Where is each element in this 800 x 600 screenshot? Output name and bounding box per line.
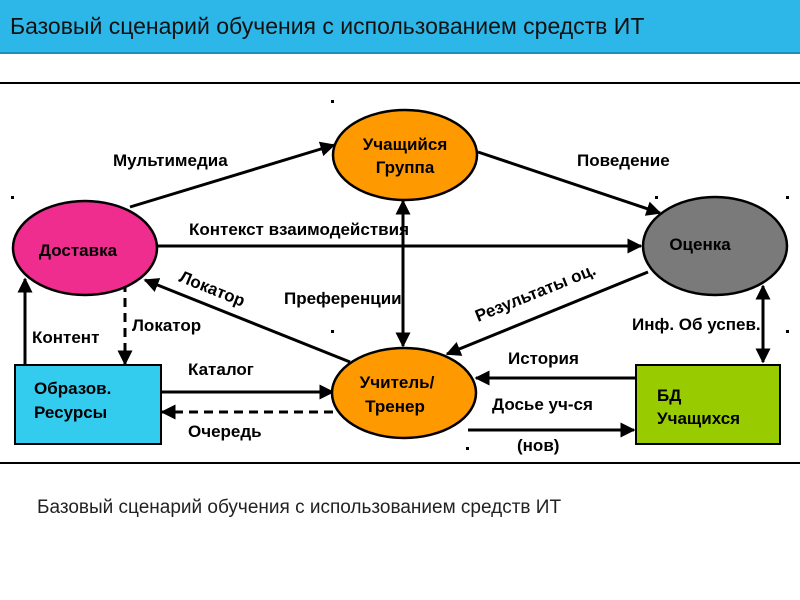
node-delivery: [11, 199, 159, 297]
label-catalog: Каталог: [188, 360, 254, 379]
node-resources-line1: Образов.: [34, 379, 111, 398]
edge-locator-diag: [143, 278, 351, 364]
node-teacher-line2: Тренер: [365, 397, 425, 416]
node-learner-line2: Группа: [376, 158, 435, 177]
label-locator: Локатор: [132, 316, 201, 335]
decorative-dots: [11, 100, 789, 450]
node-resources-line2: Ресурсы: [34, 403, 107, 422]
node-db-line1: БД: [657, 386, 681, 405]
label-multimedia: Мультимедиа: [113, 151, 228, 170]
bottom-divider: [0, 462, 800, 464]
node-teacher-line1: Учитель/: [360, 373, 435, 392]
label-history: История: [508, 349, 579, 368]
edge-results: [445, 270, 649, 356]
node-db: [635, 364, 781, 445]
label-new: (нов): [517, 436, 559, 455]
label-behavior: Поведение: [577, 151, 670, 170]
label-results: Результаты оц.: [472, 260, 598, 326]
label-dossier: Досье уч-ся: [492, 395, 593, 414]
node-teacher: [330, 346, 478, 440]
node-resources: [14, 364, 162, 445]
label-preferences: Преференции: [284, 289, 402, 308]
label-queue: Очередь: [188, 422, 262, 441]
node-evaluation: [641, 195, 789, 297]
edge-multimedia: [129, 141, 336, 209]
node-evaluation-label: Оценка: [669, 235, 731, 254]
label-content: Контент: [32, 328, 99, 347]
slide-title: Базовый сценарий обучения с использовани…: [10, 13, 645, 39]
top-divider: [0, 82, 800, 84]
label-locator-diag: Локатор: [177, 267, 248, 311]
node-delivery-label: Доставка: [39, 241, 118, 260]
node-learner-line1: Учащийся: [363, 135, 448, 154]
edge-behavior: [477, 150, 662, 216]
title-bar: Базовый сценарий обучения с использовани…: [0, 0, 800, 54]
node-db-line2: Учащихся: [657, 409, 740, 428]
node-learner: [331, 108, 479, 202]
label-context: Контекст взаимодействия: [189, 220, 409, 239]
label-info: Инф. Об успев.: [632, 315, 761, 334]
caption: Базовый сценарий обучения с использовани…: [37, 497, 562, 518]
